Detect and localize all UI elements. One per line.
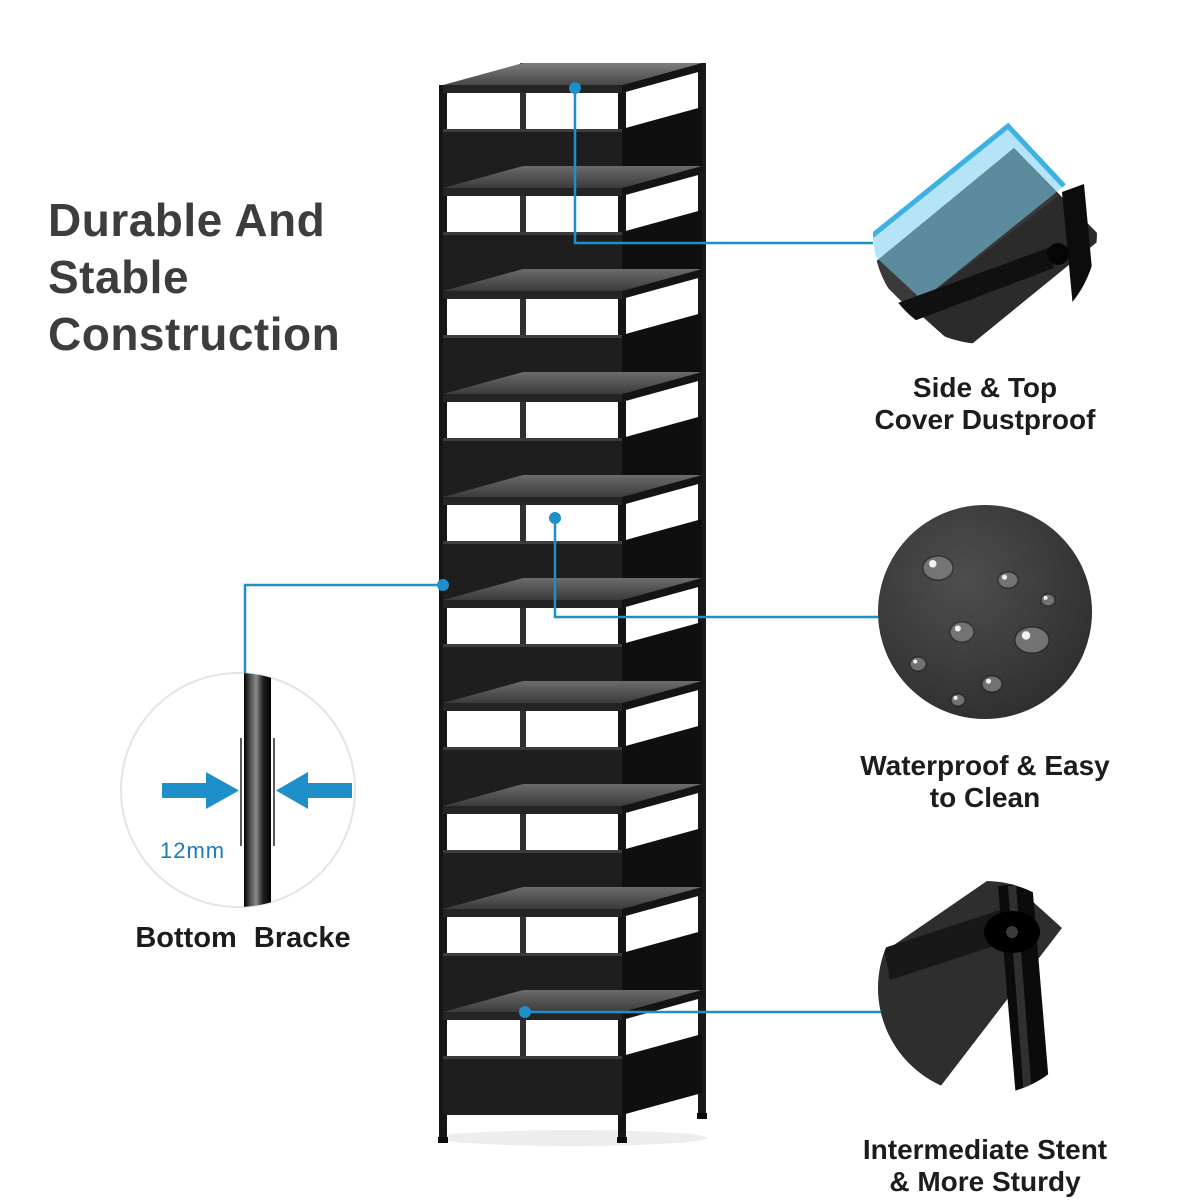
- page-title: Durable And Stable Construction: [48, 192, 340, 363]
- left-arrow-icon: [162, 772, 239, 809]
- stent-label: Intermediate Stent & More Sturdy: [862, 1134, 1108, 1197]
- dustproof-label: Side & Top Cover Dustproof: [874, 372, 1096, 435]
- right-arrow-icon: [276, 772, 352, 809]
- callout-dots: [437, 82, 581, 1018]
- water-droplets: [909, 555, 1056, 707]
- dustproof-callout-image: [873, 120, 1097, 344]
- measurement-text: 12mm: [160, 838, 225, 863]
- stent-callout-image: [878, 881, 1092, 1095]
- bracket-callout-image: [244, 673, 271, 907]
- waterproof-callout-image: [878, 505, 1092, 719]
- bracket-line: [243, 583, 443, 673]
- waterproof-line: [553, 518, 878, 619]
- shoe-rack-illustration: [438, 63, 707, 1143]
- waterproof-label: Waterproof & Easy to Clean: [860, 750, 1110, 813]
- page-title-line: Durable And: [48, 194, 326, 246]
- dustproof-line: [573, 88, 873, 245]
- callout-lines: [243, 88, 881, 1014]
- bracket-label: Bottom Bracke: [135, 922, 351, 954]
- page-title-line: Stable: [48, 251, 190, 303]
- rack-shadow: [437, 1130, 707, 1146]
- page-title-line: Construction: [48, 308, 341, 360]
